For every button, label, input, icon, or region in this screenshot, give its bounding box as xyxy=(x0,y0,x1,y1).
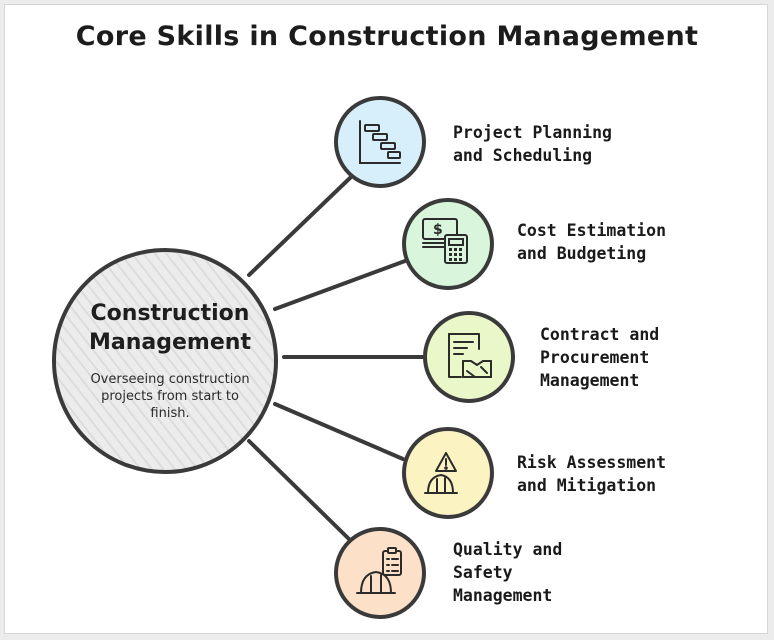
branch-node-cost: $ xyxy=(402,198,494,290)
connector-line xyxy=(247,439,353,543)
connector-line xyxy=(247,175,353,277)
hardhat-checklist-icon xyxy=(356,547,402,594)
central-node xyxy=(52,248,278,474)
branch-node-contract xyxy=(423,311,515,403)
diagram-canvas: Core Skills in Construction Management xyxy=(4,4,768,634)
branch-node-risk xyxy=(402,427,494,519)
branch-label-cost: Cost Estimation and Budgeting xyxy=(517,221,667,263)
money-calculator-icon: $ xyxy=(422,218,468,264)
svg-text:$: $ xyxy=(433,222,443,238)
branch-label-quality: Quality and Safety Management xyxy=(453,540,563,605)
branch-node-planning xyxy=(334,96,426,188)
branch-node-quality xyxy=(334,527,426,619)
gantt-chart-icon xyxy=(359,120,401,164)
branch-label-contract: Contract and Procurement Management xyxy=(540,325,660,390)
connector-line xyxy=(273,402,405,461)
central-node-description: Overseeing construction projects from st… xyxy=(90,372,250,421)
connector-line xyxy=(273,259,407,311)
connector-lines xyxy=(247,175,425,543)
central-node-title: Construction Management xyxy=(89,301,251,355)
branch-label-risk: Risk Assessment and Mitigation xyxy=(517,453,667,495)
contract-handshake-icon xyxy=(448,333,492,378)
branch-label-planning: Project Planning and Scheduling xyxy=(453,123,612,165)
hardhat-warning-icon xyxy=(424,452,458,494)
page-title: Core Skills in Construction Management xyxy=(75,21,699,52)
mind-map-graphic: $ xyxy=(52,96,515,619)
